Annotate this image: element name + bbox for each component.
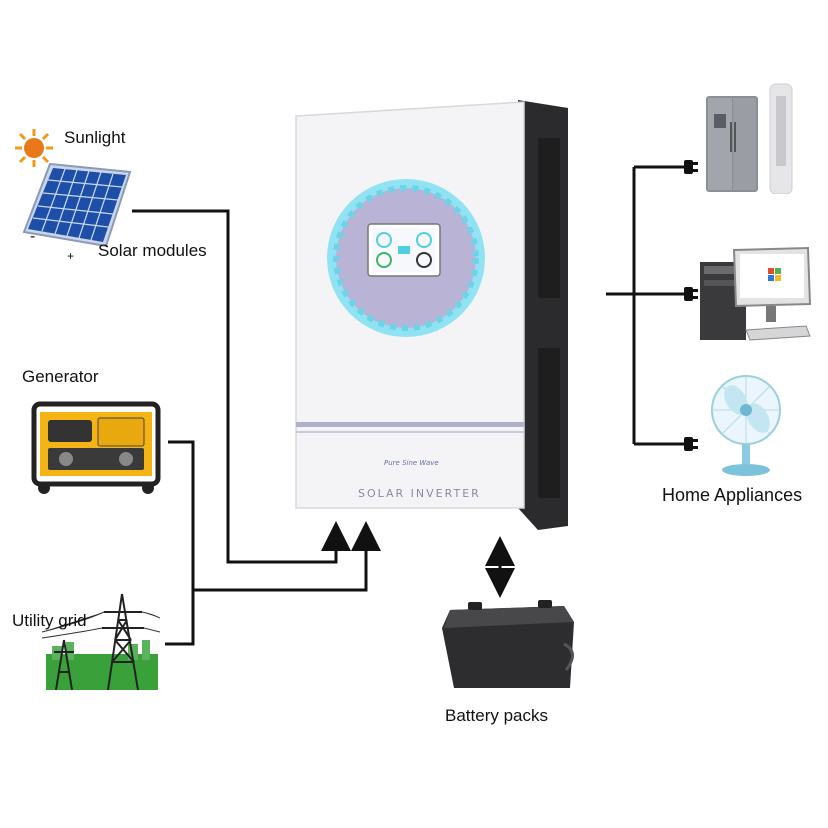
plug-icon bbox=[684, 437, 698, 451]
battery-icon bbox=[442, 600, 574, 688]
sun-icon bbox=[15, 129, 53, 167]
battery-packs-label: Battery packs bbox=[445, 706, 548, 725]
desk-fan-icon bbox=[711, 375, 781, 476]
solar-inverter-text: SOLAR INVERTER bbox=[358, 487, 481, 500]
generator-wire bbox=[165, 440, 195, 646]
sunlight-label: Sunlight bbox=[64, 128, 126, 147]
solar-inverter-unit bbox=[295, 100, 568, 530]
pure-sine-wave-text: Pure Sine Wave bbox=[384, 459, 439, 467]
utility-grid-label: Utility grid bbox=[12, 611, 87, 630]
grid-wire bbox=[193, 521, 381, 592]
refrigerator-icon bbox=[706, 83, 793, 194]
solar-panel-icon bbox=[22, 162, 132, 248]
plug-icon bbox=[684, 160, 698, 174]
utility-grid-icon bbox=[42, 593, 160, 691]
solar-plus-sign: + bbox=[67, 249, 75, 263]
solar-modules-label: Solar modules bbox=[98, 241, 207, 260]
solar-minus-sign: - bbox=[30, 228, 36, 245]
solar-wire bbox=[132, 209, 351, 564]
plug-icon bbox=[684, 287, 698, 301]
generator-icon bbox=[31, 401, 161, 494]
home-appliances-label: Home Appliances bbox=[662, 485, 803, 505]
computer-icon bbox=[700, 246, 812, 341]
generator-label: Generator bbox=[22, 367, 99, 386]
output-wire bbox=[606, 165, 684, 446]
